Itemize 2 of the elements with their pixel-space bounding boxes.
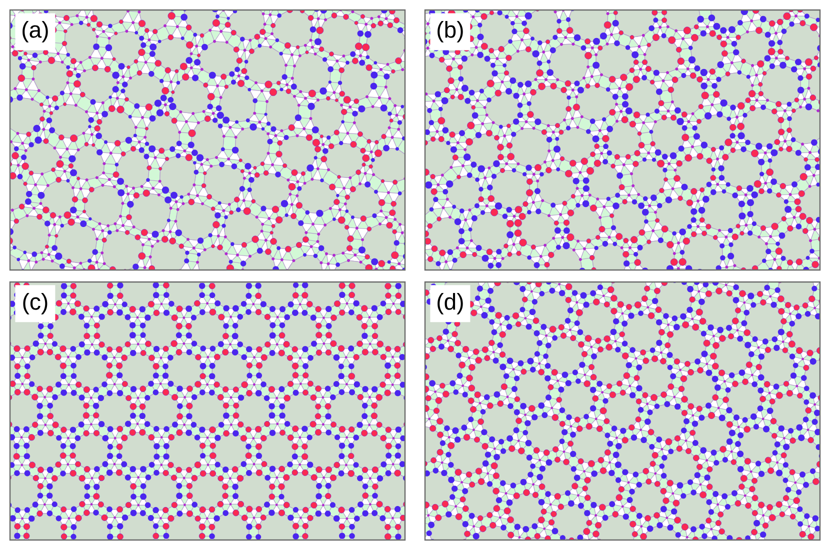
panel-label: (d) (430, 285, 470, 322)
panel-label: (a) (15, 13, 56, 50)
